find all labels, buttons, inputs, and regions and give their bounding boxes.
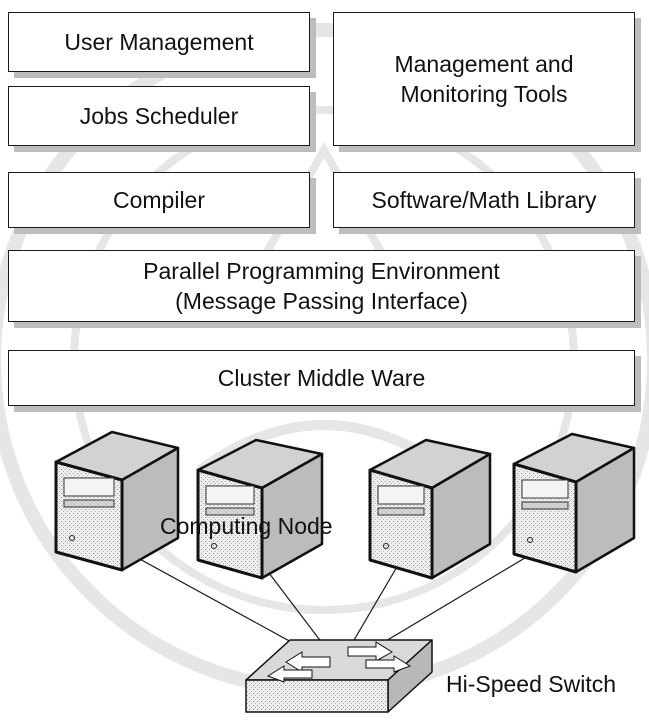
computing-node-label: Computing Node bbox=[160, 513, 333, 539]
cluster-middleware-label: Cluster Middle Ware bbox=[217, 365, 426, 391]
switch-arrows-icon bbox=[266, 641, 412, 683]
software-library-box: Software/Math Library bbox=[333, 172, 635, 228]
user-management-label: User Management bbox=[64, 29, 254, 55]
hi-speed-switch-label: Hi-Speed Switch bbox=[446, 671, 617, 697]
hi-speed-switch bbox=[245, 639, 433, 713]
jobs-scheduler-box: Jobs Scheduler bbox=[8, 86, 310, 146]
computing-node-2 bbox=[196, 438, 324, 580]
cluster-middleware-box: Cluster Middle Ware bbox=[8, 350, 635, 406]
compiler-label: Compiler bbox=[112, 187, 206, 213]
management-tools-box: Management and Monitoring Tools bbox=[333, 12, 635, 146]
computing-node-4 bbox=[512, 432, 636, 574]
computing-node-1 bbox=[54, 430, 180, 572]
computing-node-3 bbox=[368, 438, 492, 580]
management-tools-label: Management and Monitoring Tools bbox=[394, 51, 574, 107]
parallel-environment-box: Parallel Programming Environment (Messag… bbox=[8, 250, 635, 322]
software-library-label: Software/Math Library bbox=[371, 187, 597, 213]
user-management-box: User Management bbox=[8, 12, 310, 72]
parallel-environment-label: Parallel Programming Environment (Messag… bbox=[143, 258, 500, 314]
compiler-box: Compiler bbox=[8, 172, 310, 228]
jobs-scheduler-label: Jobs Scheduler bbox=[79, 103, 239, 129]
